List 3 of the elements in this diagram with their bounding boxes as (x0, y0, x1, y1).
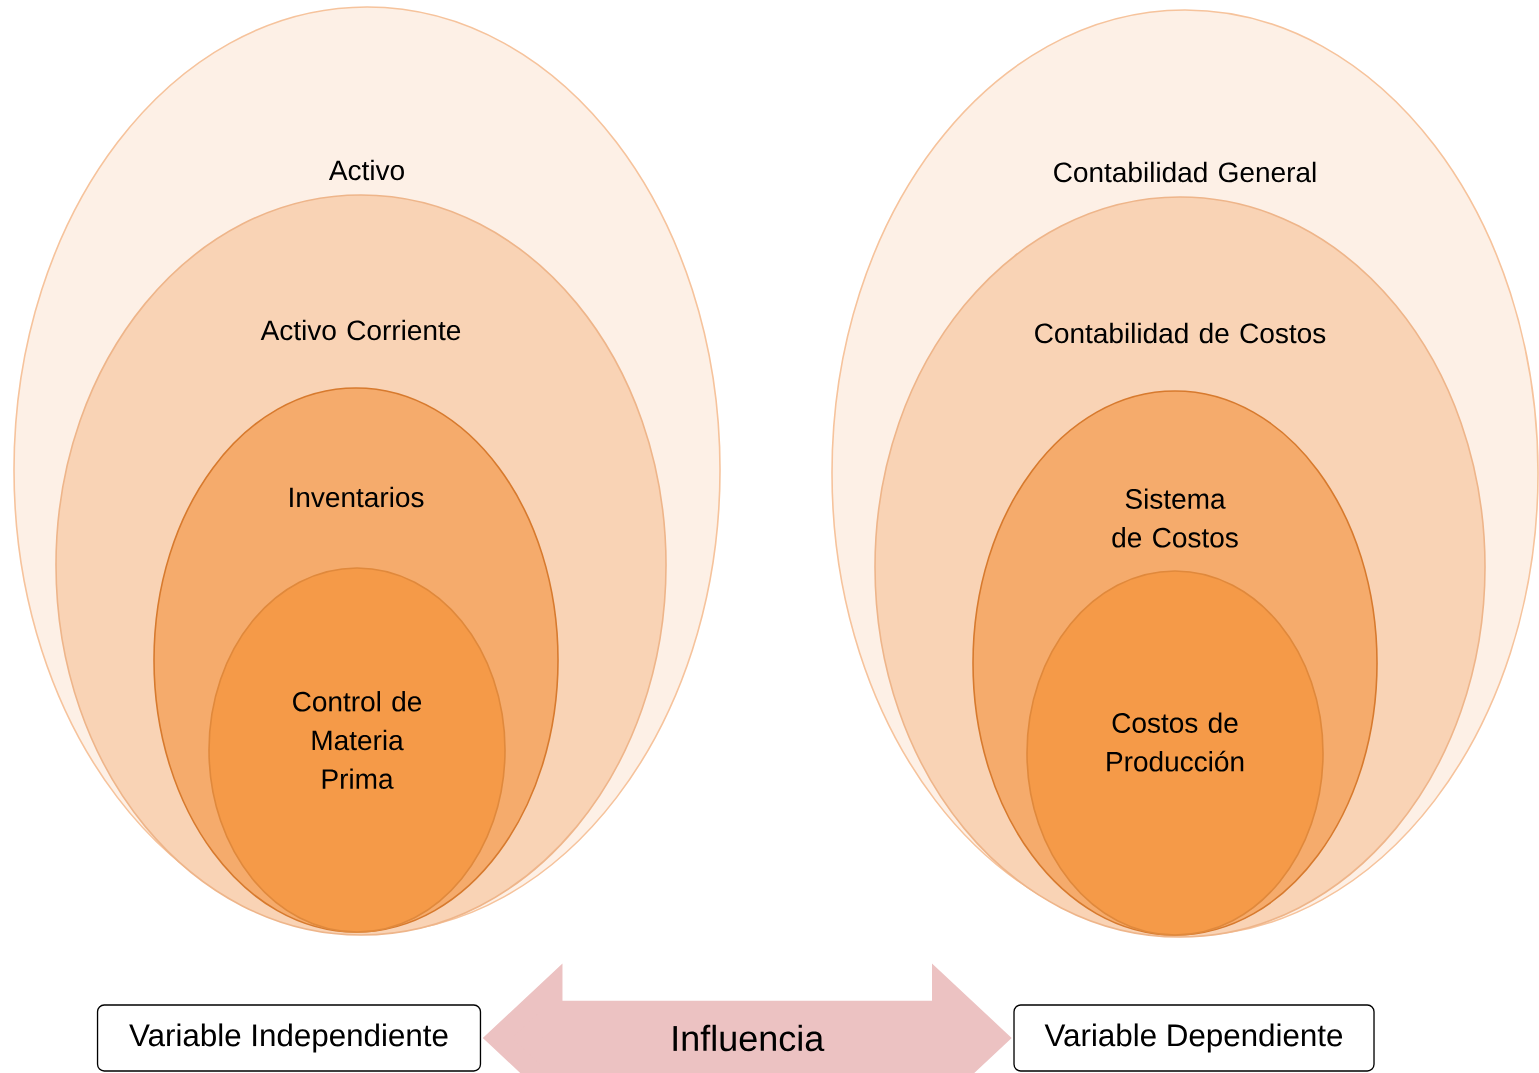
label-box: Variable Independiente (96, 1004, 482, 1072)
edge-label: Influencia (673, 1024, 825, 1052)
label-box: Variable Dependiente (1013, 1004, 1375, 1072)
